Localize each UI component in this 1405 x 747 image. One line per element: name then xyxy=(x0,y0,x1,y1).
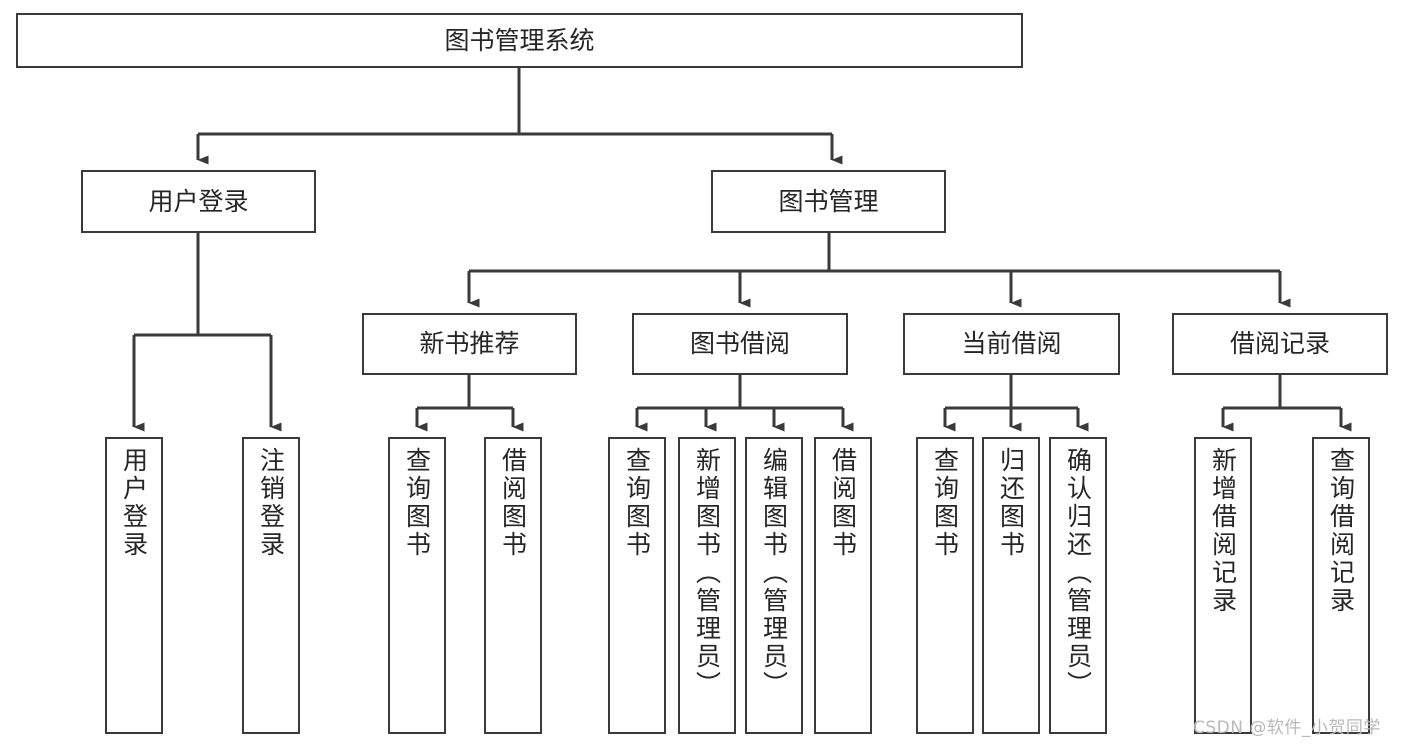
node-borrow-record[interactable]: 借阅记录 xyxy=(1172,313,1388,375)
leaf-new-book-borrow-book[interactable]: 借阅图书 xyxy=(484,437,542,734)
leaf-book-borrow-query-book-label: 查询图书 xyxy=(622,447,652,559)
node-new-book-recommend-label: 新书推荐 xyxy=(419,329,520,359)
leaf-current-borrow-confirm-return-label: 确认归还（管理员） xyxy=(1063,447,1093,699)
leaf-book-borrow-query-book[interactable]: 查询图书 xyxy=(608,437,666,734)
leaf-book-borrow-borrow-book[interactable]: 借阅图书 xyxy=(814,437,872,734)
leaf-book-borrow-edit-book[interactable]: 编辑图书（管理员） xyxy=(745,437,803,734)
node-new-book-recommend[interactable]: 新书推荐 xyxy=(362,313,577,375)
node-user-login-label: 用户登录 xyxy=(148,186,249,216)
leaf-book-borrow-borrow-book-label: 借阅图书 xyxy=(828,447,858,559)
leaf-new-book-query-book-label: 查询图书 xyxy=(402,447,432,559)
leaf-user-login-logout-label: 注销登录 xyxy=(256,447,286,559)
node-borrow-record-label: 借阅记录 xyxy=(1229,329,1330,359)
leaf-borrow-record-add-record-label: 新增借阅记录 xyxy=(1208,447,1238,615)
leaf-book-borrow-add-book-label: 新增图书（管理员） xyxy=(692,447,722,699)
leaf-user-login-login[interactable]: 用户登录 xyxy=(105,437,163,734)
leaf-borrow-record-query-record[interactable]: 查询借阅记录 xyxy=(1312,437,1370,734)
leaf-book-borrow-add-book[interactable]: 新增图书（管理员） xyxy=(678,437,736,734)
leaf-borrow-record-query-record-label: 查询借阅记录 xyxy=(1326,447,1356,615)
node-book-management[interactable]: 图书管理 xyxy=(711,170,946,233)
leaf-current-borrow-confirm-return[interactable]: 确认归还（管理员） xyxy=(1049,437,1107,734)
leaf-borrow-record-add-record[interactable]: 新增借阅记录 xyxy=(1194,437,1252,734)
leaf-current-borrow-return-book[interactable]: 归还图书 xyxy=(982,437,1040,734)
leaf-current-borrow-return-book-label: 归还图书 xyxy=(996,447,1026,559)
leaf-user-login-logout[interactable]: 注销登录 xyxy=(242,437,300,734)
leaf-new-book-borrow-book-label: 借阅图书 xyxy=(498,447,528,559)
node-book-management-label: 图书管理 xyxy=(778,186,879,216)
node-book-borrow-label: 图书借阅 xyxy=(689,329,790,359)
node-current-borrow[interactable]: 当前借阅 xyxy=(903,313,1120,375)
leaf-user-login-login-label: 用户登录 xyxy=(119,447,149,559)
leaf-current-borrow-query-book[interactable]: 查询图书 xyxy=(916,437,974,734)
node-root-label: 图书管理系统 xyxy=(444,25,595,55)
leaf-new-book-query-book[interactable]: 查询图书 xyxy=(388,437,446,734)
node-user-login[interactable]: 用户登录 xyxy=(81,170,316,233)
leaf-book-borrow-edit-book-label: 编辑图书（管理员） xyxy=(759,447,789,699)
node-book-borrow[interactable]: 图书借阅 xyxy=(632,313,848,375)
watermark-csdn: CSDN @软件_小贺同学 xyxy=(1193,718,1381,738)
node-root-library-management-system[interactable]: 图书管理系统 xyxy=(16,13,1023,68)
node-current-borrow-label: 当前借阅 xyxy=(961,329,1062,359)
leaf-current-borrow-query-book-label: 查询图书 xyxy=(930,447,960,559)
